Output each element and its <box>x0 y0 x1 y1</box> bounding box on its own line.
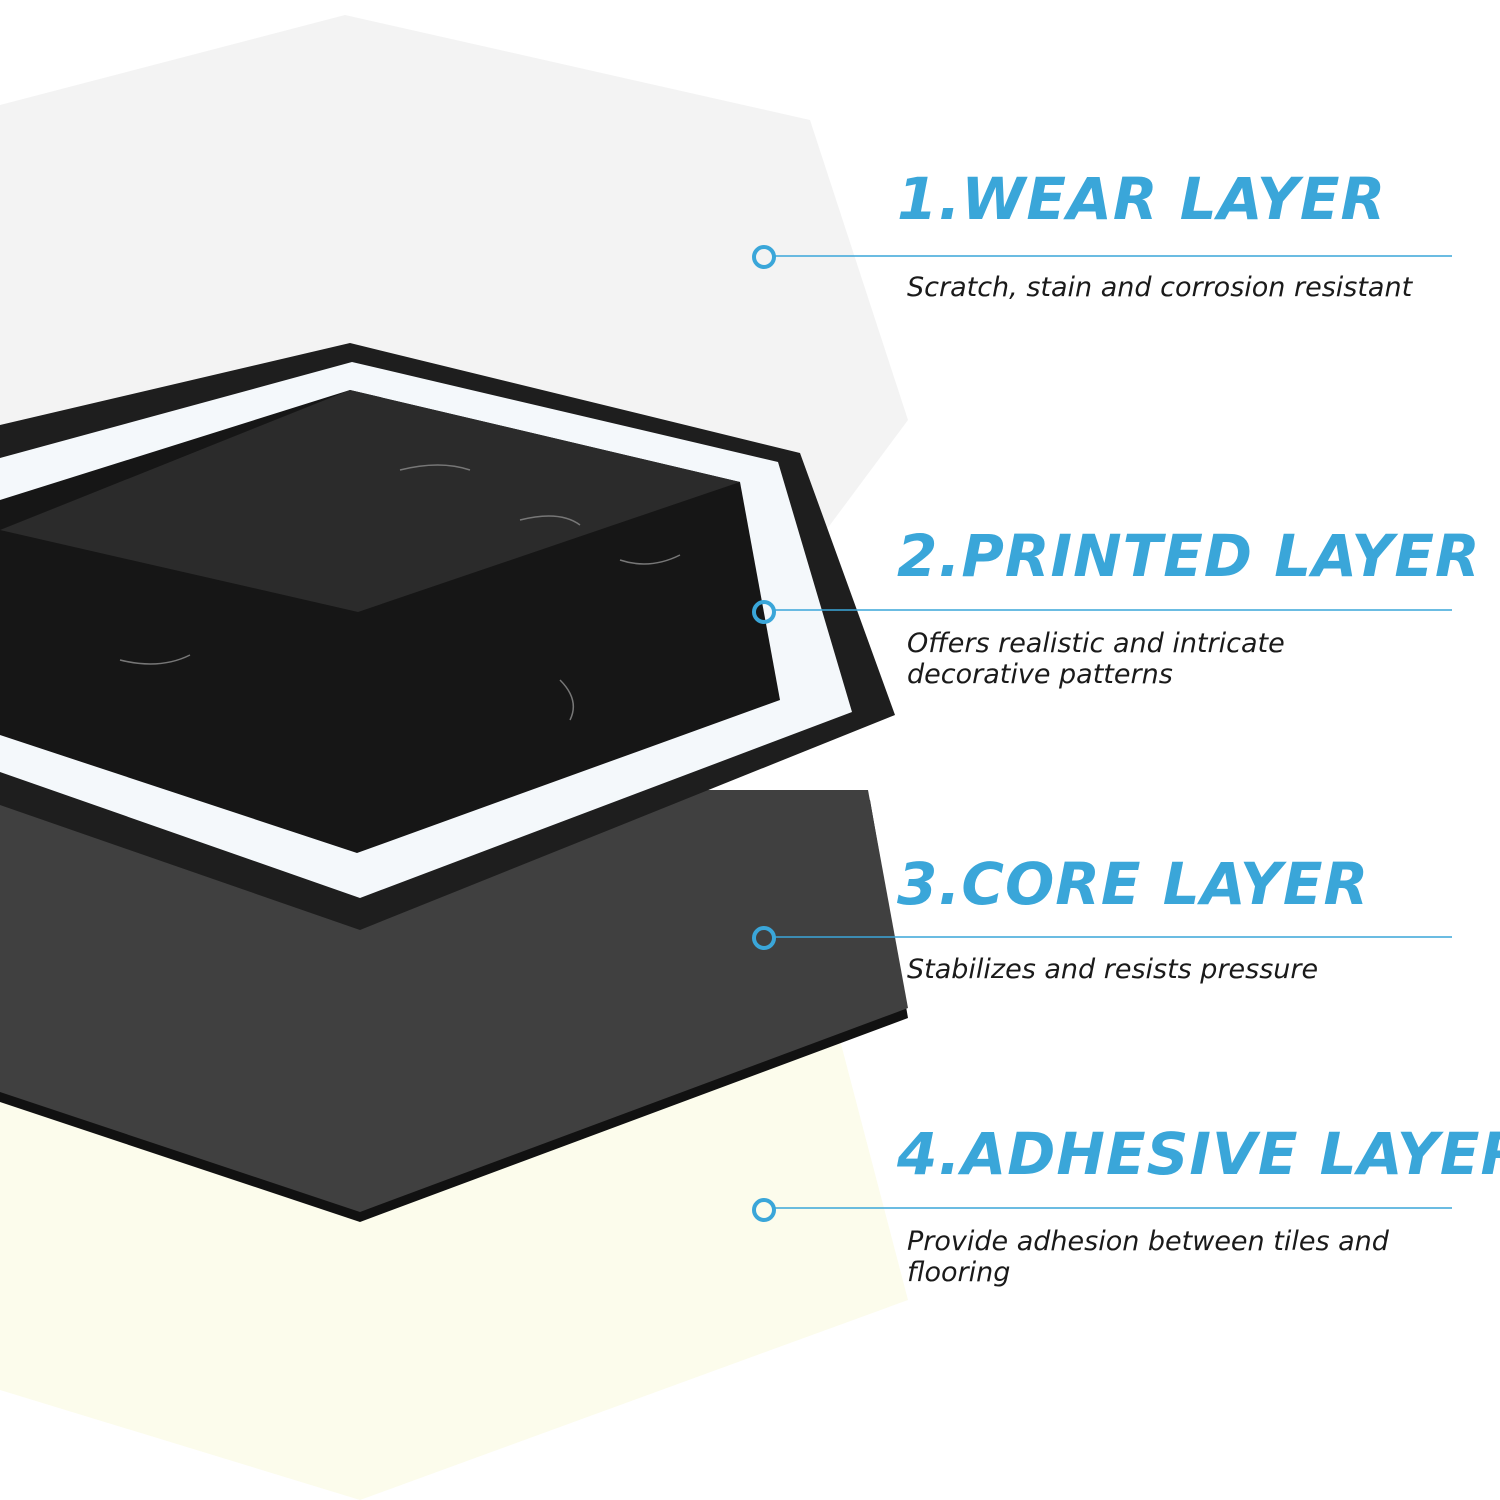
marble-veins <box>119 464 681 721</box>
core-layer-description: Stabilizes and resists pressure <box>907 954 1319 985</box>
core-layer-title: 3.CORE LAYER <box>897 850 1370 918</box>
callout-dot-4 <box>752 1198 776 1222</box>
wear-layer-title: 1.WEAR LAYER <box>897 165 1387 233</box>
adhesive-layer-description: Provide adhesion between tiles and floor… <box>907 1226 1389 1288</box>
callout-dot-2 <box>752 600 776 624</box>
core-layer-shape <box>0 790 908 1212</box>
callout-dot-1 <box>752 245 776 269</box>
adhesive-layer-title: 4.ADHESIVE LAYER <box>897 1120 1500 1188</box>
printed-layer-description: Offers realistic and intricate decorativ… <box>907 628 1285 690</box>
wear-layer-description: Scratch, stain and corrosion resistant <box>907 272 1413 303</box>
printed-layer-title: 2.PRINTED LAYER <box>897 522 1481 590</box>
callout-dot-3 <box>752 926 776 950</box>
printed-layer-top <box>0 390 740 612</box>
callout-lines <box>752 245 1452 1222</box>
